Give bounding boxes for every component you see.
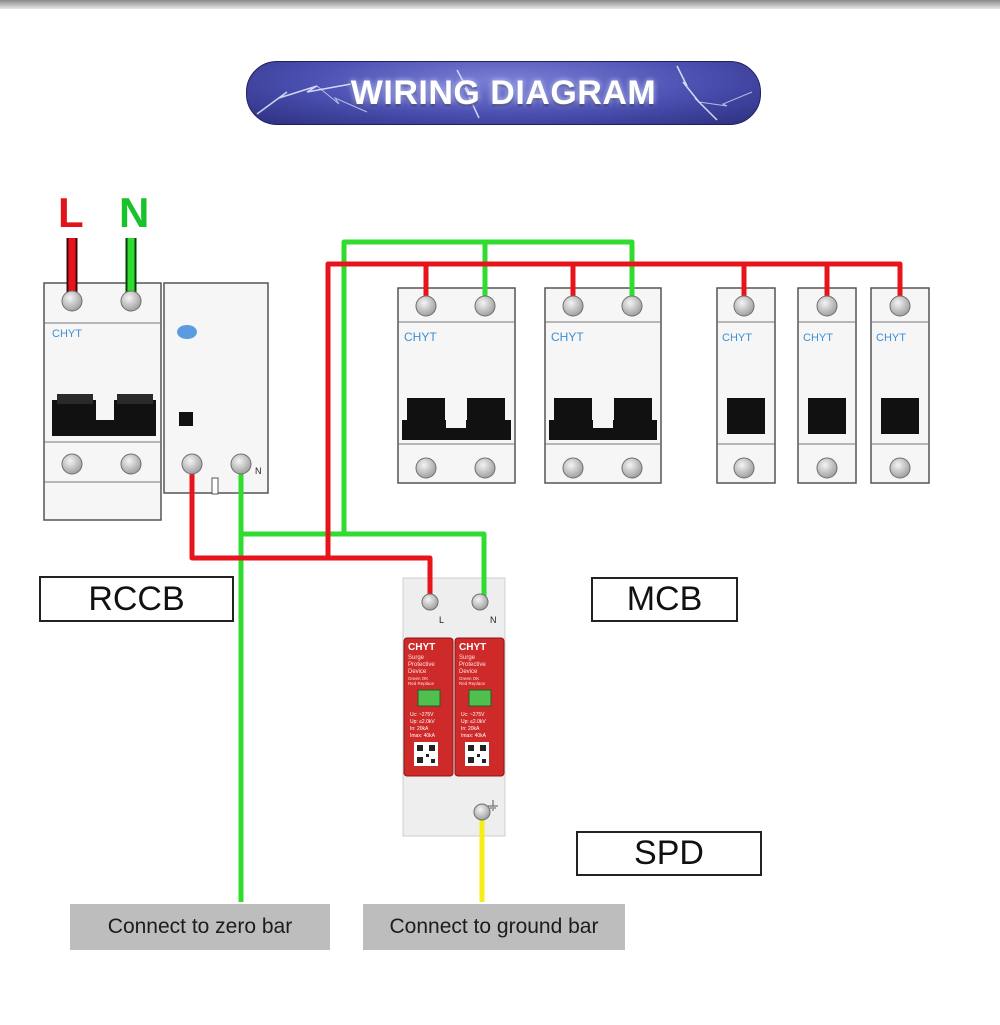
mcb1-brand: CHYT [404, 330, 437, 344]
neutral-wires [125, 238, 635, 902]
rccb-n-mark: N [255, 466, 262, 476]
spd-module-1-spec-3: In: 20kA [410, 726, 429, 732]
spd-device: L N CHYT Surge Protective Device Green O… [402, 577, 506, 837]
live-bus [325, 261, 903, 558]
mcb-double-pole-2: CHYT [544, 287, 662, 484]
mcb-single-pole-2: CHYT [797, 287, 857, 484]
mcb-label: MCB [591, 577, 738, 622]
mcb4-brand: CHYT [803, 332, 833, 344]
spd-module-1-name-2: Protective [408, 662, 435, 668]
spd-module-1-spec-4: Imax: 40kA [410, 733, 436, 739]
spd-module-2-status-1: Green OK [459, 676, 479, 681]
spd-module-1-spec-2: Up: ≤2.0kV [410, 719, 435, 725]
mcb-single-pole-1: CHYT [716, 287, 776, 484]
zero-bar-label: Connect to zero bar [70, 904, 330, 950]
spd-module-2-brand: CHYT [459, 642, 486, 653]
live-phase-label: L [58, 189, 84, 236]
spd-module-1-status-1: Green OK [408, 676, 428, 681]
spd-module-2-spec-2: Up: ≤2.0kV [461, 719, 486, 725]
mcb-single-pole-3: CHYT [870, 287, 930, 484]
page-title: WIRING DIAGRAM [350, 74, 657, 112]
spd-module-2-indicator [468, 689, 492, 707]
live-to-spd [189, 464, 433, 600]
spd-module-1-spec-1: Uc: ~275V [410, 712, 434, 718]
spd-module-2-name-1: Surge [459, 655, 476, 661]
spd-module-2-spec-4: Imax: 40kA [461, 733, 487, 739]
spd-module-1-name-1: Surge [408, 655, 425, 661]
rccb-breaker: CHYT N [43, 282, 269, 521]
lightning-bolt-icon [256, 65, 753, 121]
title-banner: WIRING DIAGRAM [246, 61, 761, 125]
neutral-phase-label: N [119, 189, 150, 236]
top-shade-bar [0, 0, 1000, 9]
spd-module-1-name-3: Device [408, 669, 427, 675]
ground-bar-label: Connect to ground bar [363, 904, 625, 950]
terminal-screws [61, 290, 911, 821]
mcb3-brand: CHYT [722, 332, 752, 344]
rccb-label: RCCB [39, 576, 234, 622]
spd-module-2-name-2: Protective [459, 662, 486, 668]
rccb-test-button [177, 325, 197, 339]
mcb5-brand: CHYT [876, 332, 906, 344]
mcb2-brand: CHYT [551, 330, 584, 344]
spd-module-1-brand: CHYT [408, 642, 435, 653]
live-wires [66, 238, 903, 600]
spd-l-mark: L [439, 615, 444, 625]
neutral-bus-top [482, 239, 635, 302]
neutral-to-spd [241, 531, 487, 600]
mcb-double-pole-1: CHYT [397, 287, 516, 484]
ground-symbol-icon [488, 800, 498, 811]
spd-module-1-status-2: Red Replace [408, 681, 435, 686]
spd-module-2-spec-3: In: 20kA [461, 726, 480, 732]
spd-module-1-indicator [417, 689, 441, 707]
spd-label: SPD [576, 831, 762, 876]
neutral-bus-riser [341, 239, 485, 534]
rccb-brand: CHYT [52, 328, 82, 340]
spd-module-2-name-3: Device [459, 669, 478, 675]
rccb-indicator [179, 412, 193, 426]
spd-module-2-status-2: Red Replace [459, 681, 486, 686]
spd-module-2-spec-1: Uc: ~275V [461, 712, 485, 718]
spd-n-mark: N [490, 615, 497, 625]
